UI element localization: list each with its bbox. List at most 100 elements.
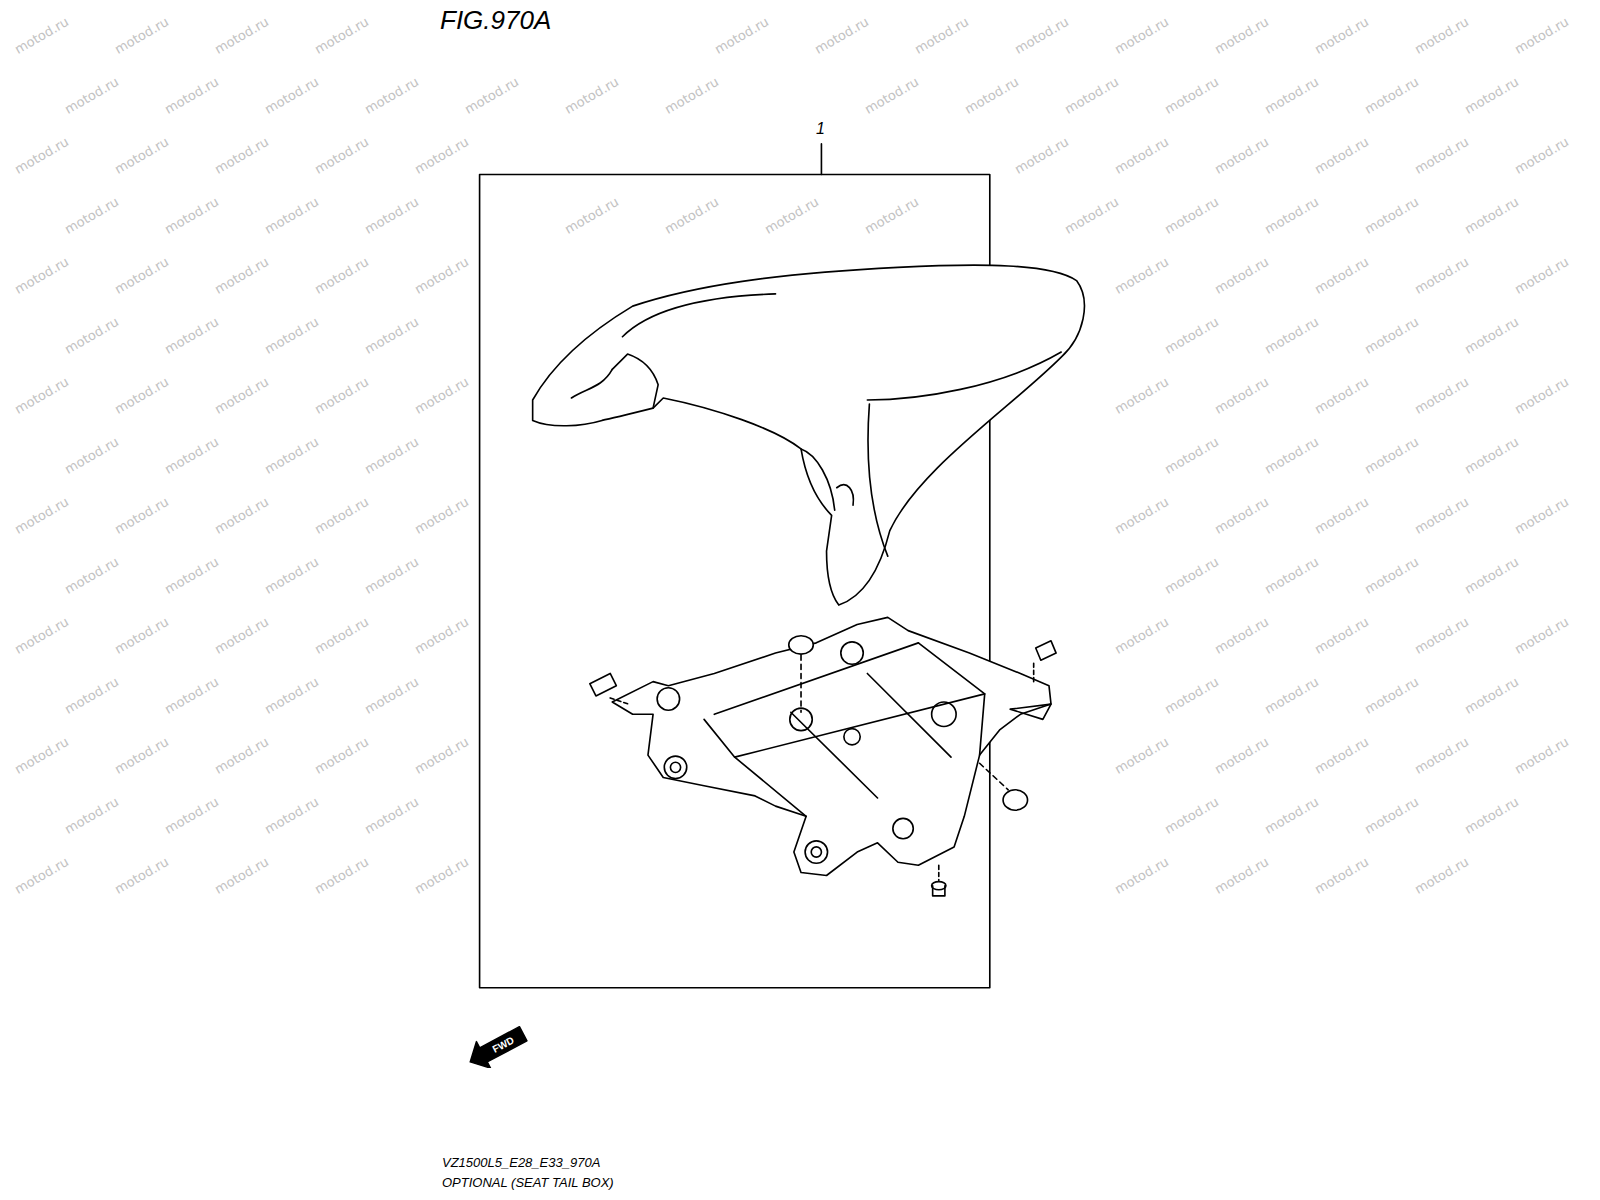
watermark: motod.ru (263, 555, 322, 597)
watermark: motod.ru (13, 615, 72, 657)
watermark: motod.ru (1363, 435, 1422, 477)
watermark: motod.ru (413, 495, 472, 537)
watermark: motod.ru (313, 255, 372, 297)
watermark: motod.ru (1113, 375, 1172, 417)
watermark: motod.ru (363, 555, 422, 597)
watermark: motod.ru (413, 615, 472, 657)
watermark: motod.ru (413, 255, 472, 297)
watermark: motod.ru (413, 135, 472, 177)
watermark: motod.ru (113, 135, 172, 177)
watermark: motod.ru (1363, 75, 1422, 117)
watermark: motod.ru (113, 375, 172, 417)
watermark: motod.ru (163, 555, 222, 597)
watermark: motod.ru (1513, 135, 1572, 177)
watermark: motod.ru (13, 15, 72, 57)
watermark: motod.ru (213, 15, 272, 57)
watermark: motod.ru (213, 255, 272, 297)
watermark: motod.ru (463, 75, 522, 117)
watermark: motod.ru (1513, 255, 1572, 297)
watermark: motod.ru (113, 735, 172, 777)
watermark: motod.ru (263, 75, 322, 117)
adhesive-pad (590, 641, 1056, 704)
watermark: motod.ru (313, 135, 372, 177)
watermark: motod.ru (63, 435, 122, 477)
watermark: motod.ru (1213, 855, 1272, 897)
watermark: motod.ru (263, 675, 322, 717)
watermark: motod.ru (63, 675, 122, 717)
watermark: motod.ru (113, 495, 172, 537)
watermark: motod.ru (213, 735, 272, 777)
watermark: motod.ru (13, 375, 72, 417)
watermark: motod.ru (1263, 555, 1322, 597)
watermark: motod.ru (1313, 615, 1372, 657)
watermark: motod.ru (1063, 195, 1122, 237)
watermark: motod.ru (1313, 735, 1372, 777)
seat-tail-cowl (533, 265, 1085, 605)
watermark: motod.ru (313, 855, 372, 897)
watermark: motod.ru (113, 855, 172, 897)
watermark: motod.ru (1313, 375, 1372, 417)
watermark: motod.ru (1013, 15, 1072, 57)
watermark: motod.ru (1263, 795, 1322, 837)
bolt (932, 865, 946, 896)
watermark: motod.ru (63, 195, 122, 237)
watermark: motod.ru (1413, 855, 1472, 897)
watermark: motod.ru (313, 615, 372, 657)
watermark: motod.ru (163, 675, 222, 717)
watermark: motod.ru (63, 795, 122, 837)
watermark: motod.ru (163, 435, 222, 477)
watermark: motod.ru (1263, 675, 1322, 717)
watermark: motod.ru (863, 75, 922, 117)
watermark: motod.ru (663, 75, 722, 117)
watermark: motod.ru (1413, 735, 1472, 777)
watermark: motod.ru (63, 555, 122, 597)
watermark: motod.ru (1363, 315, 1422, 357)
watermark: motod.ru (13, 855, 72, 897)
callout-number: 1 (816, 120, 825, 138)
watermark: motod.ru (263, 795, 322, 837)
watermark: motod.ru (1063, 75, 1122, 117)
watermark: motod.ru (1363, 795, 1422, 837)
watermark: motod.ru (913, 15, 972, 57)
watermark: motod.ru (1313, 15, 1372, 57)
watermark: motod.ru (1263, 195, 1322, 237)
watermark: motod.ru (213, 855, 272, 897)
watermark: motod.ru (1213, 495, 1272, 537)
watermark: motod.ru (313, 735, 372, 777)
watermark: motod.ru (563, 75, 622, 117)
watermark: motod.ru (1513, 495, 1572, 537)
watermark: motod.ru (1263, 75, 1322, 117)
watermark: motod.ru (113, 615, 172, 657)
watermark: motod.ru (1313, 135, 1372, 177)
watermark: motod.ru (263, 435, 322, 477)
watermark: motod.ru (313, 375, 372, 417)
watermark: motod.ru (1213, 15, 1272, 57)
watermark: motod.ru (1213, 735, 1272, 777)
watermark: motod.ru (1463, 795, 1522, 837)
watermark: motod.ru (213, 135, 272, 177)
watermark: motod.ru (1463, 315, 1522, 357)
watermark: motod.ru (1113, 135, 1172, 177)
watermark: motod.ru (1463, 555, 1522, 597)
watermark: motod.ru (1213, 375, 1272, 417)
watermark: motod.ru (13, 495, 72, 537)
watermark: motod.ru (1413, 135, 1472, 177)
watermark: motod.ru (13, 735, 72, 777)
watermark: motod.ru (1463, 675, 1522, 717)
watermark: motod.ru (1013, 135, 1072, 177)
watermark: motod.ru (1213, 615, 1272, 657)
watermark: motod.ru (1163, 795, 1222, 837)
watermark: motod.ru (363, 795, 422, 837)
leader-line (821, 144, 823, 175)
watermark: motod.ru (1163, 675, 1222, 717)
watermark: motod.ru (363, 315, 422, 357)
watermark: motod.ru (1513, 15, 1572, 57)
watermark: motod.ru (1163, 195, 1222, 237)
watermark: motod.ru (163, 315, 222, 357)
watermark: motod.ru (813, 15, 872, 57)
forward-arrow: FWD (462, 1022, 532, 1068)
watermark: motod.ru (1313, 855, 1372, 897)
watermark: motod.ru (1113, 615, 1172, 657)
